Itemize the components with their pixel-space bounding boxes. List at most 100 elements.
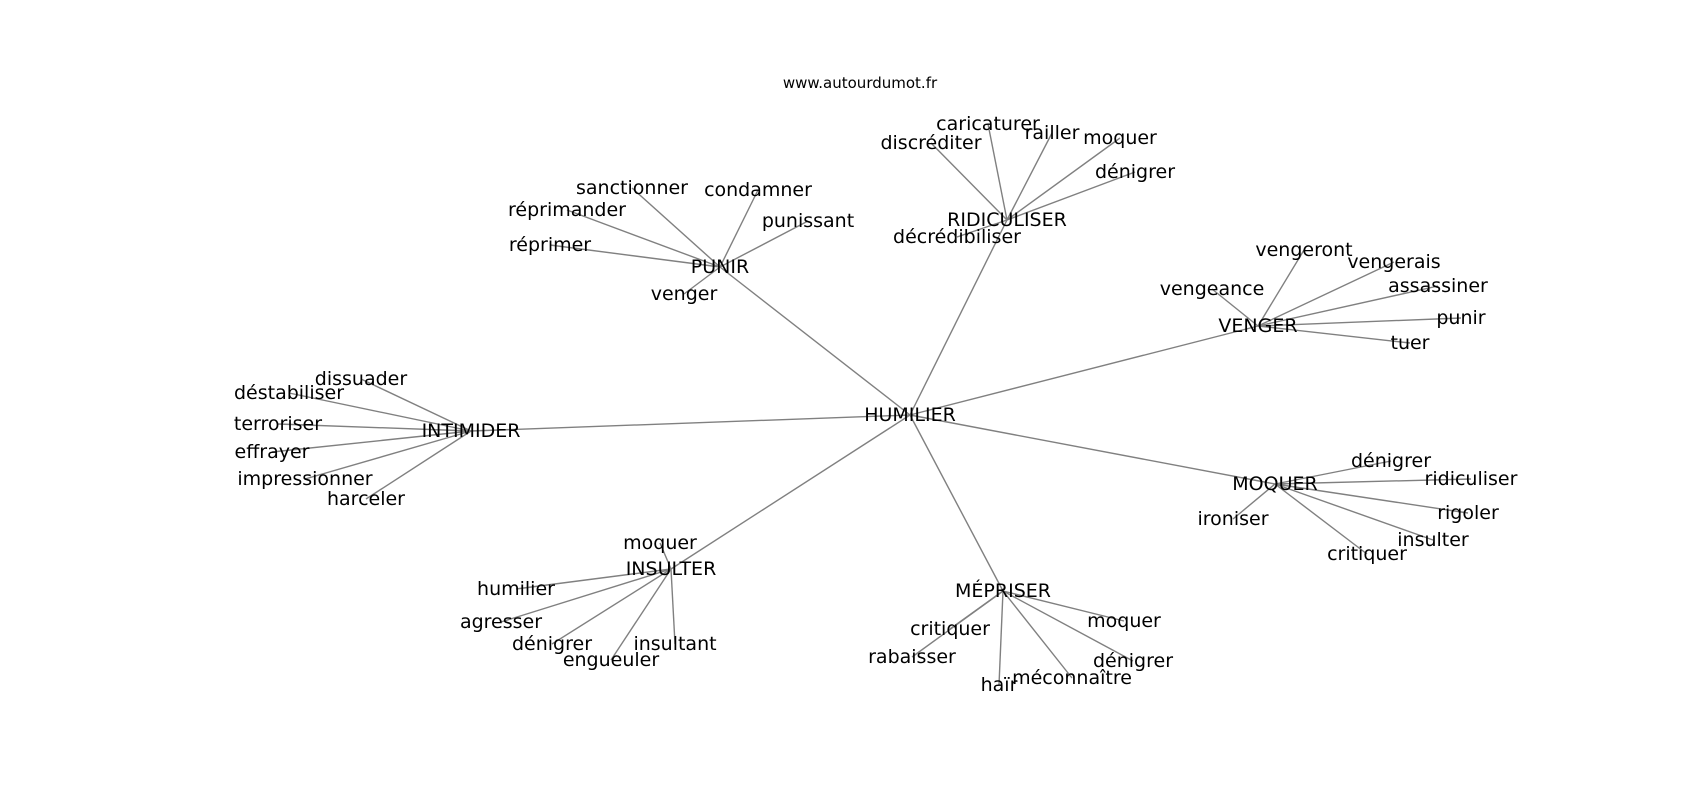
edge-punir-word [631,187,721,268]
group-node-insulter: INSULTER [626,558,717,580]
edge-ridiculiser-word [1006,171,1136,221]
group-node-moquer: MOQUER [1232,473,1317,495]
center-node: HUMILIER [864,404,956,426]
edge-center-insulter [670,414,911,570]
edge-ridiculiser-word [956,219,1008,238]
word-node-ridiculiser: décrédibiliser [893,226,1021,248]
word-node-insulter: agresser [460,611,542,633]
edge-mepriser-word [1002,590,1073,679]
edge-insulter-word [670,568,676,645]
word-node-punir: réprimander [508,199,626,221]
edge-venger-word [1257,325,1411,344]
edge-punir-word [719,189,759,268]
word-node-punir: punissant [762,210,854,232]
word-node-ridiculiser: dénigrer [1095,161,1175,183]
edge-center-ridiculiser [909,219,1008,416]
word-node-intimider: harceler [327,488,405,510]
edge-venger-word [1211,288,1259,327]
word-node-ridiculiser: discréditer [880,132,981,154]
edge-center-moquer [909,414,1276,485]
word-node-mepriser: critiquer [910,618,990,640]
word-node-punir: condamner [704,179,812,201]
word-node-intimider: effrayer [235,441,310,463]
edge-punir-word [719,220,809,268]
edge-insulter-word [500,568,672,623]
edge-moquer-word [1274,483,1469,514]
word-node-venger: assassiner [1388,275,1488,297]
word-node-moquer: insulter [1397,529,1469,551]
edge-center-venger [909,325,1259,416]
group-node-intimider: INTIMIDER [422,420,521,442]
word-node-venger: tuer [1391,332,1430,354]
edge-moquer-word [1274,483,1434,541]
edge-intimider-word [365,430,472,500]
edge-venger-word [1257,261,1395,327]
group-node-mepriser: MÉPRISER [955,579,1051,602]
word-node-ridiculiser: railler [1025,122,1080,144]
edge-venger-word [1257,249,1305,327]
word-node-mepriser: dénigrer [1093,650,1173,672]
edge-mepriser-word [911,590,1004,658]
word-node-punir: réprimer [509,234,591,256]
word-node-venger: vengeance [1160,278,1265,300]
edge-punir-word [683,266,721,295]
edge-moquer-word [1232,483,1276,520]
word-node-venger: vengerais [1347,251,1440,273]
edge-venger-word [1257,317,1462,327]
word-node-ridiculiser: moquer [1083,127,1157,149]
word-node-moquer: critiquer [1327,543,1407,565]
edge-center-mepriser [909,414,1004,592]
edge-venger-word [1257,285,1439,327]
word-node-intimider: terroriser [234,413,322,435]
edge-moquer-word [1274,483,1368,555]
edge-ridiculiser-word [930,142,1008,221]
edge-punir-word [549,244,721,268]
word-node-insulter: moquer [623,532,697,554]
word-node-insulter: humilier [477,578,555,600]
word-node-venger: vengeront [1255,239,1352,261]
word-node-mepriser: méconnaître [1012,667,1132,689]
edge-intimider-word [277,423,472,432]
edge-insulter-word [551,568,672,645]
edge-intimider-word [288,392,472,432]
word-node-mepriser: rabaisser [868,646,956,668]
word-node-moquer: dénigrer [1351,450,1431,472]
edge-intimider-word [304,430,472,480]
edge-center-intimider [470,414,911,432]
edge-mepriser-word [998,590,1004,686]
word-node-moquer: rigoler [1437,502,1499,524]
edge-ridiculiser-word [1006,137,1121,221]
word-node-insulter: dénigrer [512,633,592,655]
group-node-punir: PUNIR [691,256,749,278]
word-node-moquer: ironiser [1197,508,1268,530]
graph-labels: www.autourdumot.fr sanctionner condamner r… [234,74,1518,696]
graph-edges [271,123,1472,686]
group-node-venger: VENGER [1218,315,1297,337]
edge-ridiculiser-word [987,123,1008,221]
edge-intimider-word [271,430,472,453]
word-node-punir: venger [651,283,718,305]
edge-moquer-word [1274,460,1392,485]
word-node-punir: sanctionner [576,177,688,199]
edge-mepriser-word [1002,590,1125,622]
source-watermark: www.autourdumot.fr [783,74,938,92]
word-node-ridiculiser: caricaturer [936,113,1040,135]
edge-insulter-word [515,568,672,590]
edge-center-punir [719,266,911,416]
word-node-venger: punir [1436,307,1485,329]
edge-punir-word [566,209,721,268]
edge-moquer-word [1274,478,1472,485]
edge-insulter-word [610,568,672,661]
edge-intimider-word [360,378,472,432]
edge-ridiculiser-word [1006,132,1053,221]
word-node-insulter: engueuler [563,649,660,671]
word-node-mepriser: moquer [1087,610,1161,632]
word-node-mepriser: haïr [981,674,1018,696]
word-node-intimider: dissuader [315,368,408,390]
group-node-ridiculiser: RIDICULISER [947,209,1067,231]
word-node-insulter: insultant [633,633,716,655]
edge-insulter-word [659,542,672,570]
edge-mepriser-word [1002,590,1134,662]
word-node-moquer: ridiculiser [1425,468,1518,490]
